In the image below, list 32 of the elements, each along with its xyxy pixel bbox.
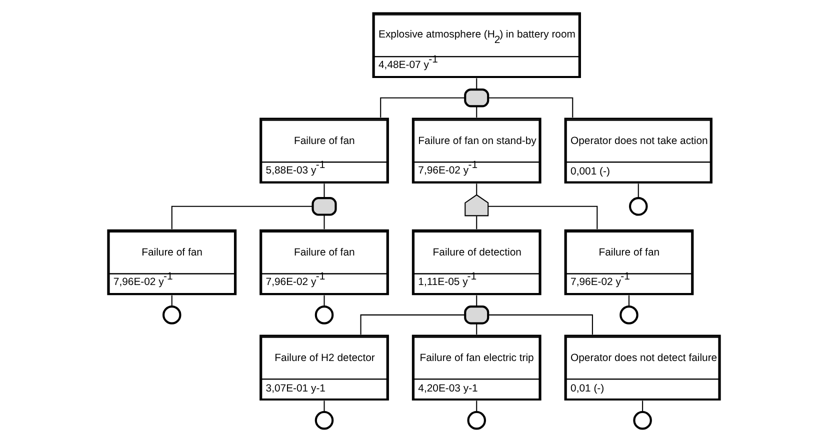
node-circle — [619, 306, 638, 324]
connector — [476, 295, 477, 307]
connector — [323, 215, 324, 230]
node-semicircle — [464, 88, 489, 108]
connector — [488, 97, 573, 118]
connector — [323, 184, 324, 198]
node-semicircle — [464, 306, 489, 324]
connector — [628, 295, 629, 307]
node-circle — [314, 410, 334, 430]
node-circle — [466, 410, 486, 430]
node-arch — [464, 194, 488, 216]
node-circle — [632, 410, 652, 430]
connector — [637, 184, 638, 198]
node-semicircle — [311, 197, 336, 216]
node-circle — [314, 306, 334, 324]
node-circle — [628, 197, 648, 216]
connector — [380, 97, 464, 118]
connector — [476, 78, 477, 90]
connector — [476, 106, 477, 118]
connector — [488, 314, 592, 335]
connector — [170, 295, 172, 307]
connector — [323, 295, 324, 307]
connector — [476, 324, 477, 335]
connector — [476, 216, 477, 230]
node-circle — [162, 306, 181, 324]
connector — [360, 314, 465, 335]
connector — [476, 184, 477, 195]
connector — [323, 400, 324, 412]
connector — [488, 206, 598, 230]
connector — [642, 400, 643, 412]
connector — [476, 400, 477, 412]
connector — [170, 206, 312, 230]
